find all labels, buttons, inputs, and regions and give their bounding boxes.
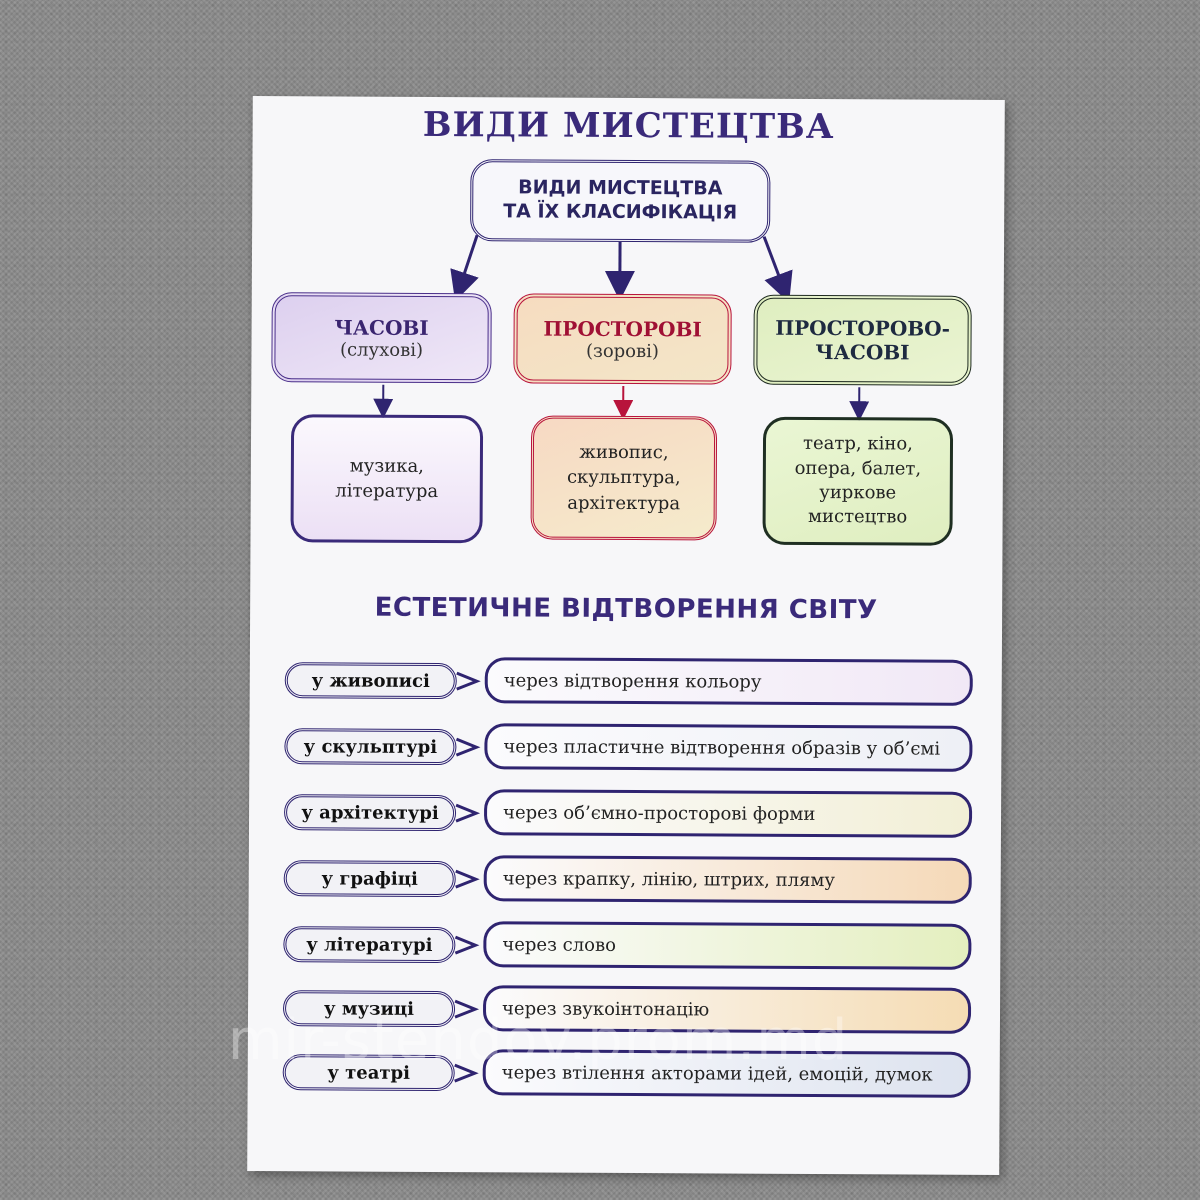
- examples-prostorovi: живопис, скульптура, архітектура: [530, 415, 718, 541]
- row-description: через об’ємно-просторові форми: [483, 789, 973, 838]
- aesthetic-row: у архітектурі через об’ємно-просторові ф…: [283, 788, 974, 838]
- row-description: через крапку, лінію, штрих, пляму: [483, 855, 972, 904]
- aesthetic-row: у графіці через крапку, лінію, штрих, пл…: [283, 854, 974, 904]
- example-item: театр, кіно,: [803, 433, 913, 455]
- poster: ВИДИ МИСТЕЦТВА ВИДИ МИСТЕЦТВА ТА ЇХ КЛАС…: [247, 96, 1005, 1175]
- category-prostorovi: ПРОСТОРОВІ (зорові): [513, 293, 732, 385]
- example-item: музика,: [349, 455, 424, 477]
- category-name: ЧАСОВІ: [334, 314, 429, 340]
- row-description: через пластичне відтворення образів у об…: [484, 723, 973, 772]
- category-sub: (зорові): [585, 340, 660, 362]
- root-line-2: ТА ЇХ КЛАСИФІКАЦІЯ: [503, 200, 738, 224]
- category-name-line-2: ЧАСОВІ: [815, 339, 910, 365]
- category-name-line-1: ПРОСТОРОВО-: [775, 315, 951, 341]
- category-prostorovo-chasovi: ПРОСТОРОВО- ЧАСОВІ: [753, 294, 972, 386]
- row-label: у літературі: [283, 926, 456, 964]
- row-label: у театрі: [282, 1054, 455, 1092]
- arrow-right-icon: [454, 1063, 479, 1083]
- aesthetic-row: у театрі через втілення акторами ідей, е…: [282, 1048, 973, 1098]
- row-description: через слово: [483, 921, 972, 970]
- row-description: через втілення акторами ідей, емоцій, ду…: [482, 1049, 971, 1098]
- aesthetic-row: у скульптурі через пластичне відтворення…: [284, 722, 974, 772]
- example-item: опера, балет,: [794, 457, 922, 480]
- arrow-root-to-chasovi: [450, 234, 479, 302]
- arrow-right-icon: [454, 999, 480, 1019]
- arrow-right-icon: [455, 737, 481, 757]
- example-item: архітектура: [567, 492, 681, 514]
- root-line-1: ВИДИ МИСТЕЦТВА: [518, 176, 723, 200]
- row-label: у скульптурі: [284, 728, 457, 766]
- arrow-right-icon: [454, 935, 480, 955]
- aesthetic-row: у музиці через звукоінтонацію: [282, 984, 973, 1034]
- arrow-right-icon: [455, 869, 480, 889]
- category-name: ПРОСТОРОВІ: [543, 316, 702, 341]
- row-label: у живописі: [284, 662, 457, 700]
- examples-chasovi: музика, література: [290, 414, 484, 544]
- aesthetic-row: у літературі через слово: [283, 920, 973, 970]
- hierarchy-arrows: [373, 234, 870, 422]
- example-item: уиркове: [819, 482, 897, 504]
- row-label: у музиці: [282, 990, 456, 1028]
- example-item: мистецтво: [807, 506, 908, 528]
- row-description: через звукоінтонацію: [482, 985, 972, 1034]
- row-label: у графіці: [283, 860, 456, 898]
- arrow-root-to-prostorovo-chasovi: [762, 236, 793, 303]
- category-chasovi: ЧАСОВІ (слухові): [271, 292, 492, 384]
- example-item: скульптура,: [566, 467, 681, 489]
- section-subtitle: ЕСТЕТИЧНЕ ВІДТВОРЕННЯ СВІТУ: [374, 592, 878, 626]
- category-sub: (слухові): [339, 338, 424, 361]
- root-box: ВИДИ МИСТЕЦТВА ТА ЇХ КЛАСИФІКАЦІЯ: [470, 159, 771, 243]
- arrow-right-icon: [455, 803, 481, 823]
- example-item: живопис,: [579, 441, 669, 464]
- arrow-right-icon: [456, 671, 481, 691]
- examples-prostorovo-chasovi: театр, кіно, опера, балет, уиркове мисте…: [762, 416, 954, 546]
- row-description: через відтворення кольору: [484, 657, 973, 706]
- example-item: література: [335, 480, 439, 503]
- aesthetic-row: у живописі через відтворення кольору: [284, 656, 975, 706]
- row-label: у архітектурі: [283, 794, 457, 832]
